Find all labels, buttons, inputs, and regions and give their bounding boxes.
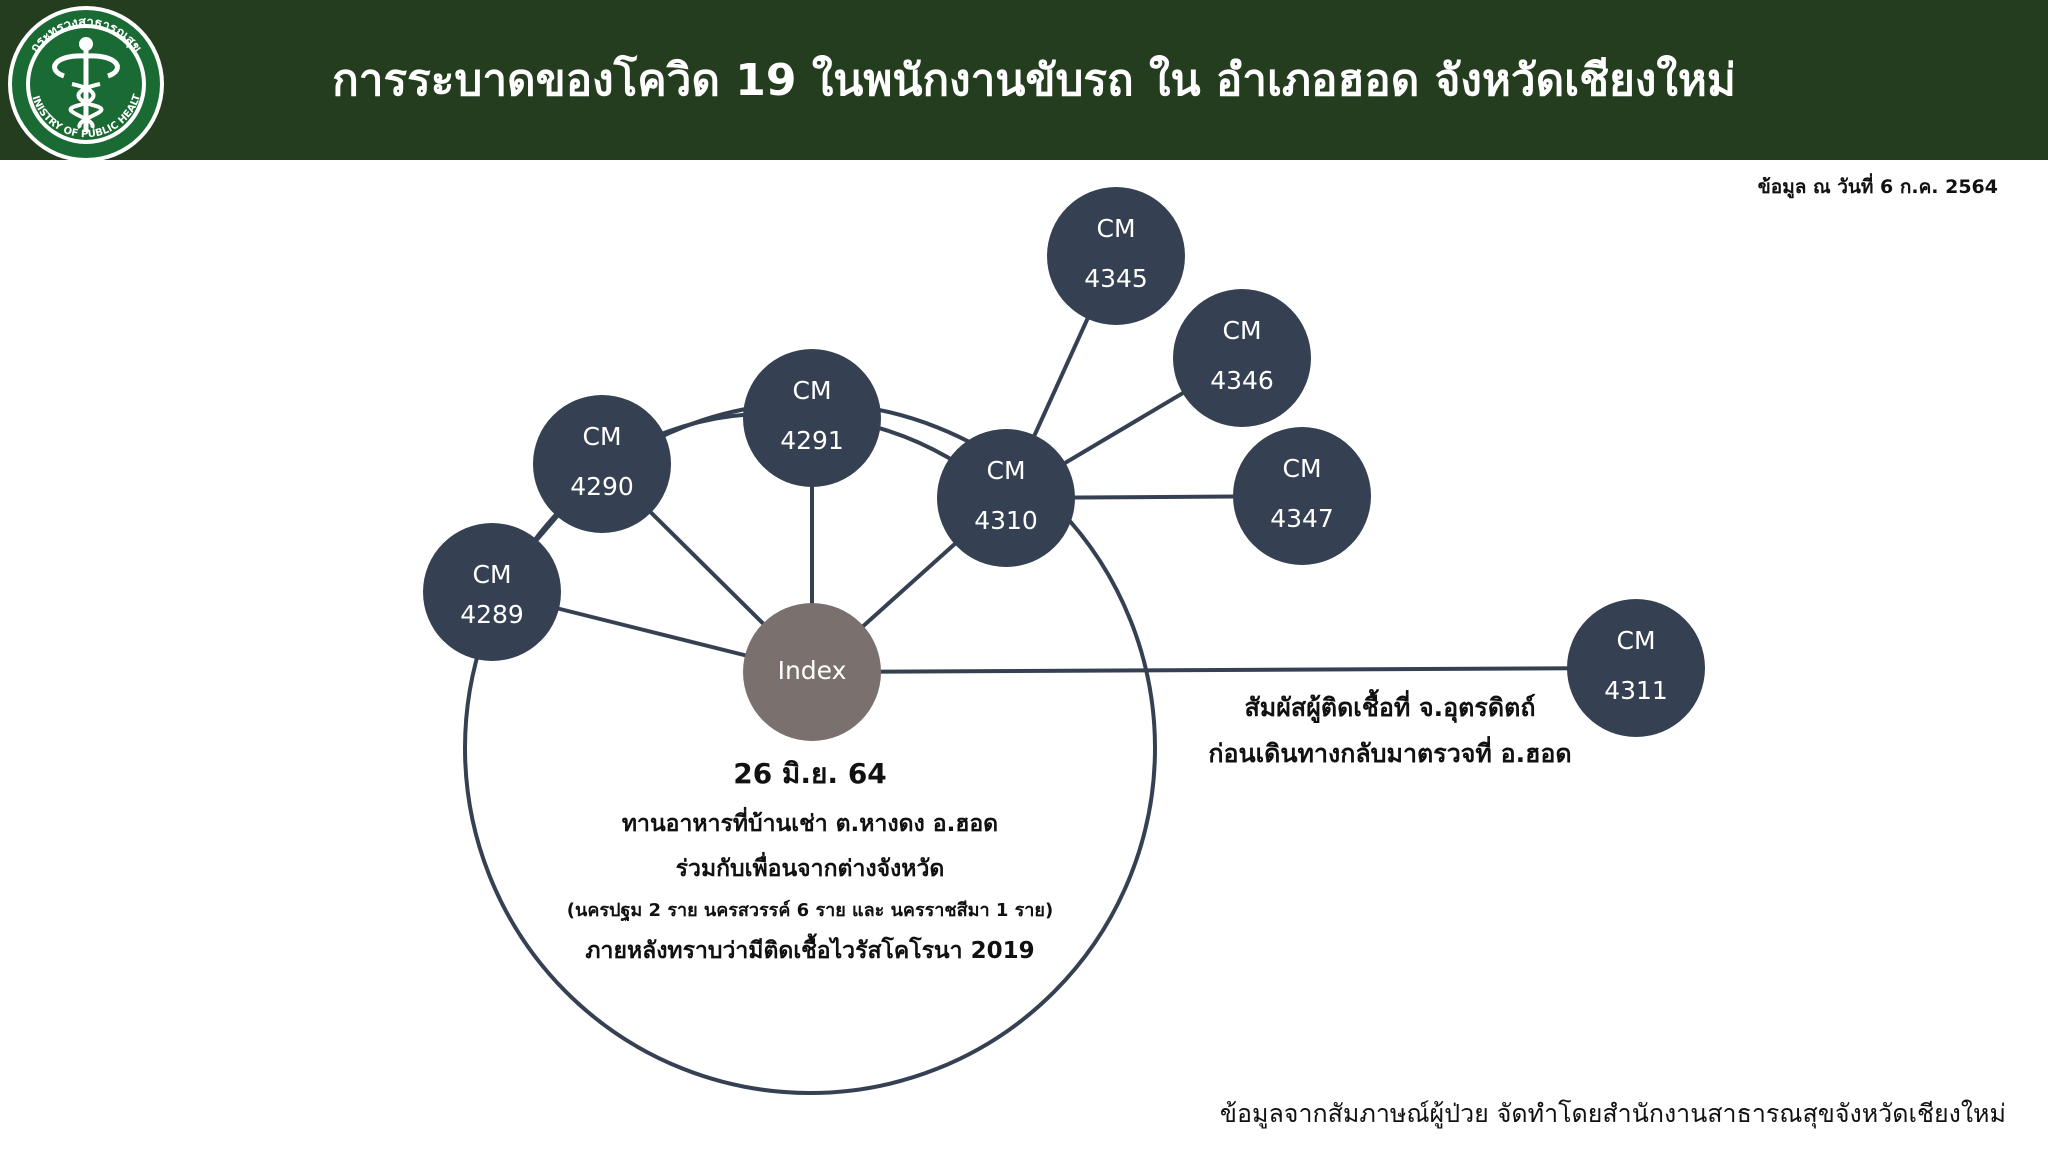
node-cm4347-line2: 4347 — [1270, 504, 1334, 533]
node-cm4290-line2: 4290 — [570, 472, 634, 501]
node-index: Index — [743, 603, 881, 741]
node-cm4291-line1: CM — [792, 376, 831, 405]
node-cm4289-line2: 4289 — [460, 600, 524, 629]
page-title: การระบาดของโควิด 19 ในพนักงานขับรถ ใน อำ… — [332, 55, 1736, 106]
node-cm4311: CM 4311 — [1567, 599, 1705, 737]
header-bar: กระทรวงสาธารณสุข MINISTRY OF PUBLIC HEAL… — [0, 0, 2048, 162]
source-footnote: ข้อมูลจากสัมภาษณ์ผู้ป่วย จัดทำโดยสำนักงา… — [1219, 1099, 2006, 1128]
node-cm4346-line2: 4346 — [1210, 366, 1274, 395]
node-cm4310-line2: 4310 — [974, 506, 1038, 535]
node-cm4345-line1: CM — [1096, 214, 1135, 243]
event-line-2: ร่วมกับเพื่อนจากต่างจังหวัด — [676, 851, 945, 882]
node-cm4310-line1: CM — [986, 456, 1025, 485]
event-line-1: ทานอาหารที่บ้านเช่า ต.หางดง อ.ฮอด — [622, 806, 998, 837]
node-cm4289: CM 4289 — [423, 523, 561, 661]
node-cm4289-line1: CM — [472, 560, 511, 589]
node-cm4290: CM 4290 — [533, 395, 671, 533]
event-line-4: ภายหลังทราบว่ามีติดเชื้อไวรัสโคโรนา 2019 — [585, 933, 1034, 964]
node-cm4347: CM 4347 — [1233, 427, 1371, 565]
data-date-note: ข้อมูล ณ วันที่ 6 ก.ค. 2564 — [1757, 176, 1998, 198]
node-cm4291-line2: 4291 — [780, 426, 844, 455]
node-cm4347-line1: CM — [1282, 454, 1321, 483]
node-cm4346-line1: CM — [1222, 316, 1261, 345]
ministry-of-public-health-logo-icon: กระทรวงสาธารณสุข MINISTRY OF PUBLIC HEAL… — [1, 0, 166, 164]
node-cm4346: CM 4346 — [1173, 289, 1311, 427]
node-cm4345: CM 4345 — [1047, 187, 1185, 325]
node-cm4311-line1: CM — [1616, 626, 1655, 655]
link-index-cm4311 — [811, 666, 1637, 674]
node-index-label: Index — [778, 656, 847, 685]
node-cm4290-line1: CM — [582, 422, 621, 451]
event-date: 26 มิ.ย. 64 — [733, 757, 887, 790]
node-cm4310: CM 4310 — [937, 429, 1075, 567]
node-cm4291: CM 4291 — [743, 349, 881, 487]
node-cm4311-line2: 4311 — [1604, 676, 1668, 705]
contact-note-line-2: ก่อนเดินทางกลับมาตรวจที่ อ.ฮอด — [1208, 736, 1571, 768]
contact-note-line-1: สัมผัสผู้ติดเชื้อที่ จ.อุตรดิตถ์ — [1245, 688, 1536, 724]
event-line-3: (นครปฐม 2 ราย นครสวรรค์ 6 ราย และ นครราช… — [567, 899, 1053, 922]
node-cm4345-line2: 4345 — [1084, 264, 1148, 293]
